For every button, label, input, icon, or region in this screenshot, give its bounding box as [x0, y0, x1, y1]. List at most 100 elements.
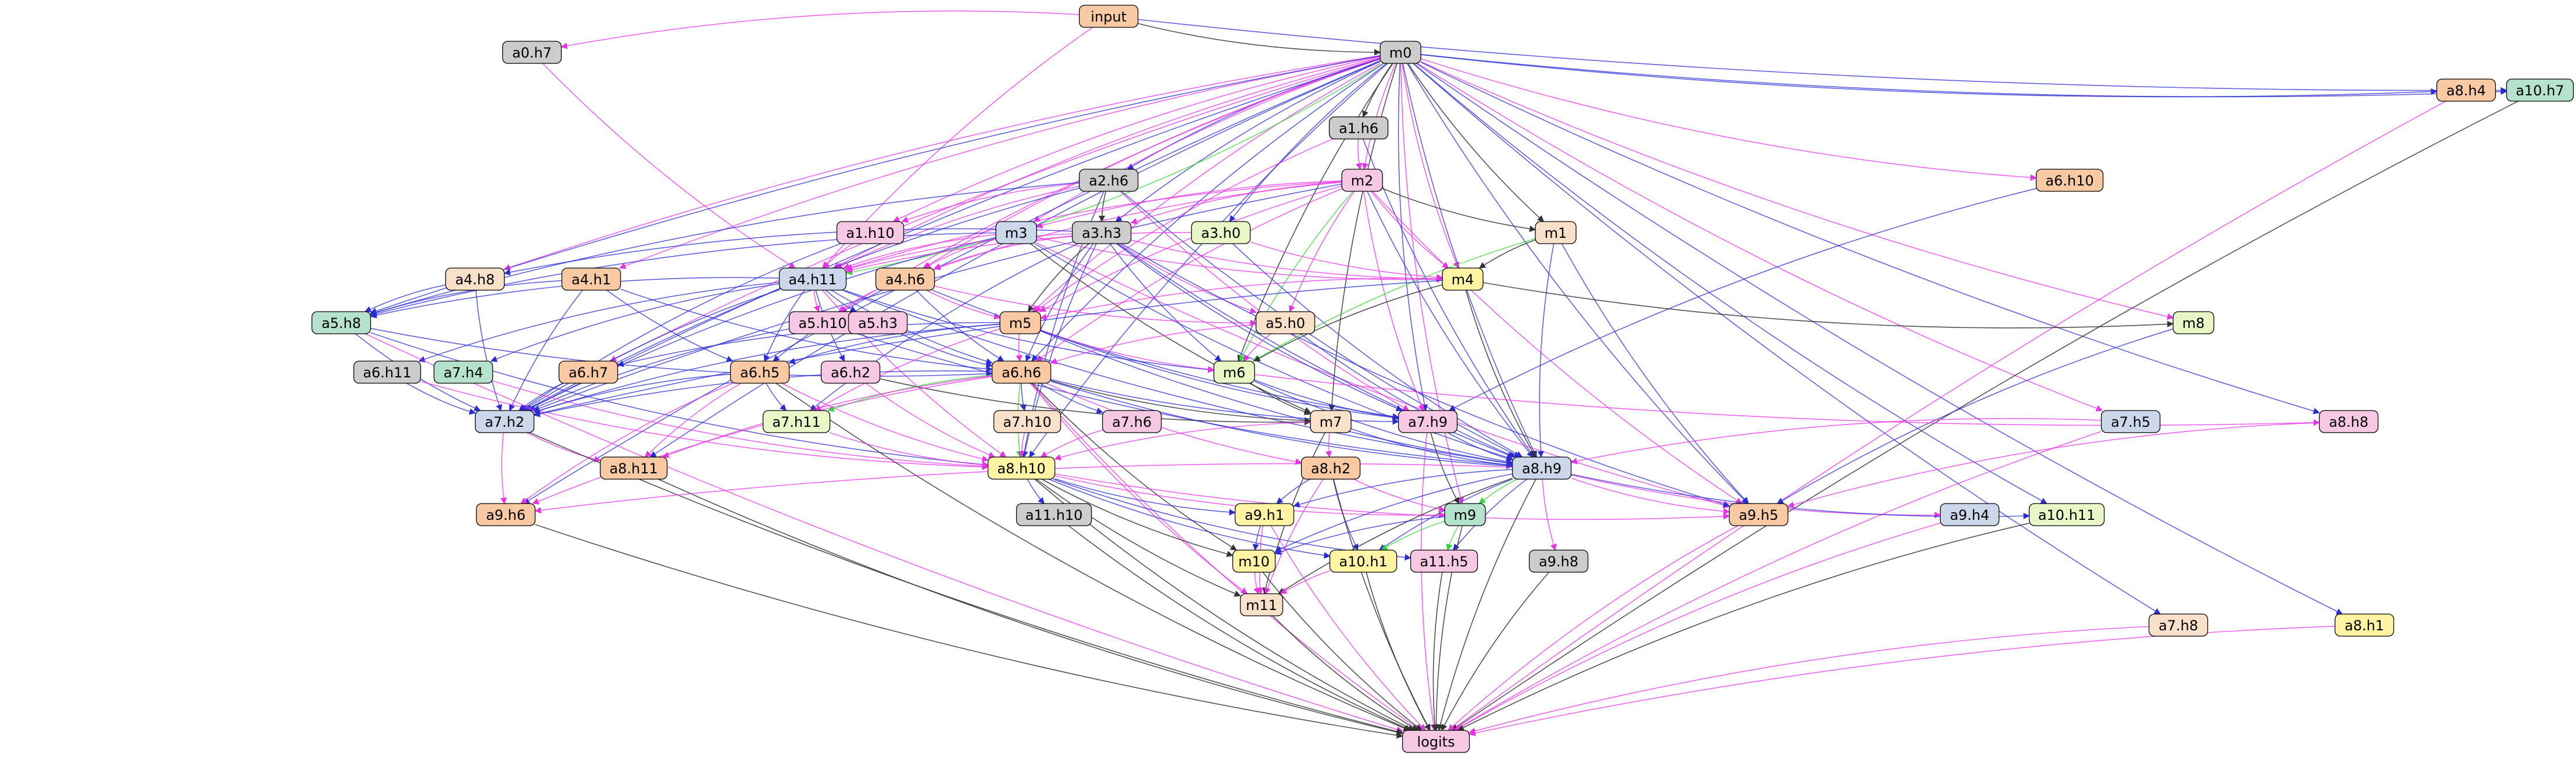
- node-label: a5.h3: [858, 315, 898, 331]
- node-label: a3.h0: [1201, 225, 1241, 241]
- edge-a4.h11-to-a7.h2: [521, 289, 780, 411]
- node-box: [1213, 361, 1255, 384]
- edge-a1.h6-to-m5: [1034, 138, 1333, 312]
- edge-m5-to-a6.h6: [1016, 333, 1023, 362]
- edge-a3.h3-to-a8.h9: [1117, 243, 1514, 458]
- edge-a8.h10-to-m11: [1036, 479, 1241, 597]
- node-label: a4.h11: [788, 272, 837, 288]
- edge-m9-to-a10.h1: [1381, 520, 1445, 551]
- edge-a8.h2-to-a10.h1: [1332, 479, 1359, 551]
- edge-a4.h11-to-a6.h11: [418, 281, 780, 362]
- node-box: [2334, 613, 2395, 637]
- edge-m2-to-m1: [1382, 188, 1537, 232]
- edge-a10.h11-to-logits: [1457, 523, 2030, 731]
- edge-m9-to-a11.h5: [1446, 525, 1459, 551]
- edge-a6.h5-to-a9.h6: [520, 383, 734, 504]
- node-label: input: [1091, 9, 1127, 25]
- node-box: [1234, 503, 1295, 526]
- node-box: [1078, 5, 1139, 28]
- edge-m0-to-a6.h7: [609, 58, 1381, 362]
- node-box: [778, 267, 847, 291]
- edge-a6.h5-to-a7.h2: [533, 373, 731, 414]
- node-label: a6.h6: [1002, 365, 1041, 381]
- edge-a4.h6-to-a6.h6: [916, 290, 1005, 362]
- graph-node-a8.h9: a8.h9: [1512, 456, 1572, 480]
- edge-a9.h8-to-logits: [1441, 572, 1550, 731]
- edge-a7.h11-to-a8.h10: [829, 432, 989, 468]
- edges-layer: [355, 10, 2518, 739]
- node-label: a8.h9: [1522, 461, 1562, 477]
- edge-a4.h11-to-m6: [844, 290, 1215, 373]
- graph-node-a9.h1: a9.h1: [1234, 503, 1295, 526]
- edge-m2-to-a6.h6: [1035, 188, 1342, 362]
- edge-m2-to-m3: [1035, 180, 1342, 229]
- edge-a0.h7-to-a4.h11: [542, 63, 796, 269]
- graph-node-m10: m10: [1232, 550, 1276, 573]
- graph-node-a7.h9: a7.h9: [1398, 410, 1458, 433]
- edge-a9.h4-to-logits: [1455, 522, 1941, 731]
- edge-m4-to-m6: [1253, 284, 1443, 362]
- node-box: [1512, 456, 1572, 480]
- edge-m0-to-a3.h0: [1229, 63, 1387, 222]
- node-label: a6.h5: [740, 365, 780, 381]
- graph-node-a1.h6: a1.h6: [1328, 116, 1389, 140]
- edge-m4-to-a8.h9: [1465, 290, 1536, 458]
- node-box: [558, 361, 619, 384]
- edge-m8-to-a9.h5: [1777, 328, 2174, 504]
- edge-input-to-a0.h7: [560, 10, 1080, 49]
- edge-a5.h8-to-a8.h10: [370, 332, 989, 468]
- node-box: [875, 267, 935, 291]
- edge-a4.h1-to-a7.h2: [509, 290, 583, 412]
- node-box: [1016, 503, 1092, 526]
- node-box: [1078, 169, 1139, 192]
- edge-a8.h2-to-m11: [1264, 479, 1324, 595]
- edge-m6-to-a7.h9: [1254, 379, 1399, 420]
- edge-a4.h11-to-a7.h4: [490, 283, 780, 362]
- node-box: [2506, 79, 2574, 102]
- edge-a7.h9-to-a8.h9: [1447, 432, 1513, 462]
- graph-node-a5.h0: a5.h0: [1255, 311, 1316, 334]
- node-label: a10.h7: [2516, 83, 2564, 99]
- node-label: a5.h0: [1266, 315, 1305, 331]
- node-label: logits: [1417, 734, 1455, 750]
- node-label: a9.h4: [1950, 507, 1989, 523]
- edge-a3.h3-to-a5.h0: [1118, 243, 1257, 314]
- graph-node-a6.h6: a6.h6: [991, 361, 1052, 384]
- node-box: [999, 311, 1041, 334]
- edge-m0-to-a6.h10: [1420, 58, 2037, 181]
- node-label: a3.h3: [1082, 225, 1121, 241]
- graph-node-a6.h5: a6.h5: [730, 361, 790, 384]
- node-box: [1341, 169, 1383, 192]
- graph-node-m2: m2: [1341, 169, 1383, 192]
- edge-m2-to-a5.h0: [1288, 191, 1355, 313]
- node-label: a7.h5: [2111, 414, 2150, 430]
- node-box: [1310, 410, 1352, 433]
- edge-a7.h2-to-logits: [529, 432, 1403, 735]
- graph-node-a9.h4: a9.h4: [1939, 503, 2000, 526]
- edge-m2-to-a4.h11: [845, 181, 1342, 270]
- edge-m2-to-m4: [1370, 191, 1449, 269]
- edge-a4.h8-to-a7.h2: [475, 290, 502, 412]
- node-box: [599, 456, 668, 480]
- edge-a3.h3-to-m4: [1131, 240, 1444, 283]
- edge-a8.h9-to-a9.h8: [1542, 479, 1557, 551]
- node-box: [993, 410, 1062, 433]
- graph-node-a4.h1: a4.h1: [561, 267, 621, 291]
- graph-node-logits: logits: [1402, 730, 1470, 753]
- graph-node-a8.h10: a8.h10: [987, 456, 1056, 480]
- edge-a7.h6-to-a8.h10: [1040, 429, 1103, 458]
- edge-a5.h10-to-a7.h2: [528, 328, 789, 411]
- edge-a3.h0-to-a8.h9: [1232, 243, 1523, 458]
- graph-node-m5: m5: [999, 311, 1041, 334]
- node-box: [311, 311, 371, 334]
- graph-node-a5.h3: a5.h3: [848, 311, 908, 334]
- node-label: a8.h1: [2345, 618, 2384, 634]
- edge-a4.h1-to-a5.h8: [370, 280, 562, 316]
- edge-a6.h6-to-a9.h6: [532, 376, 992, 505]
- edge-m2-to-a7.h9: [1363, 191, 1424, 412]
- edge-m2-to-m5: [1039, 185, 1342, 312]
- edge-m6-to-a8.h9: [1254, 380, 1513, 465]
- edge-m0-to-m5: [1032, 63, 1381, 312]
- graph-node-a2.h6: a2.h6: [1078, 169, 1139, 192]
- edge-a4.h8-to-a5.h8: [364, 284, 446, 312]
